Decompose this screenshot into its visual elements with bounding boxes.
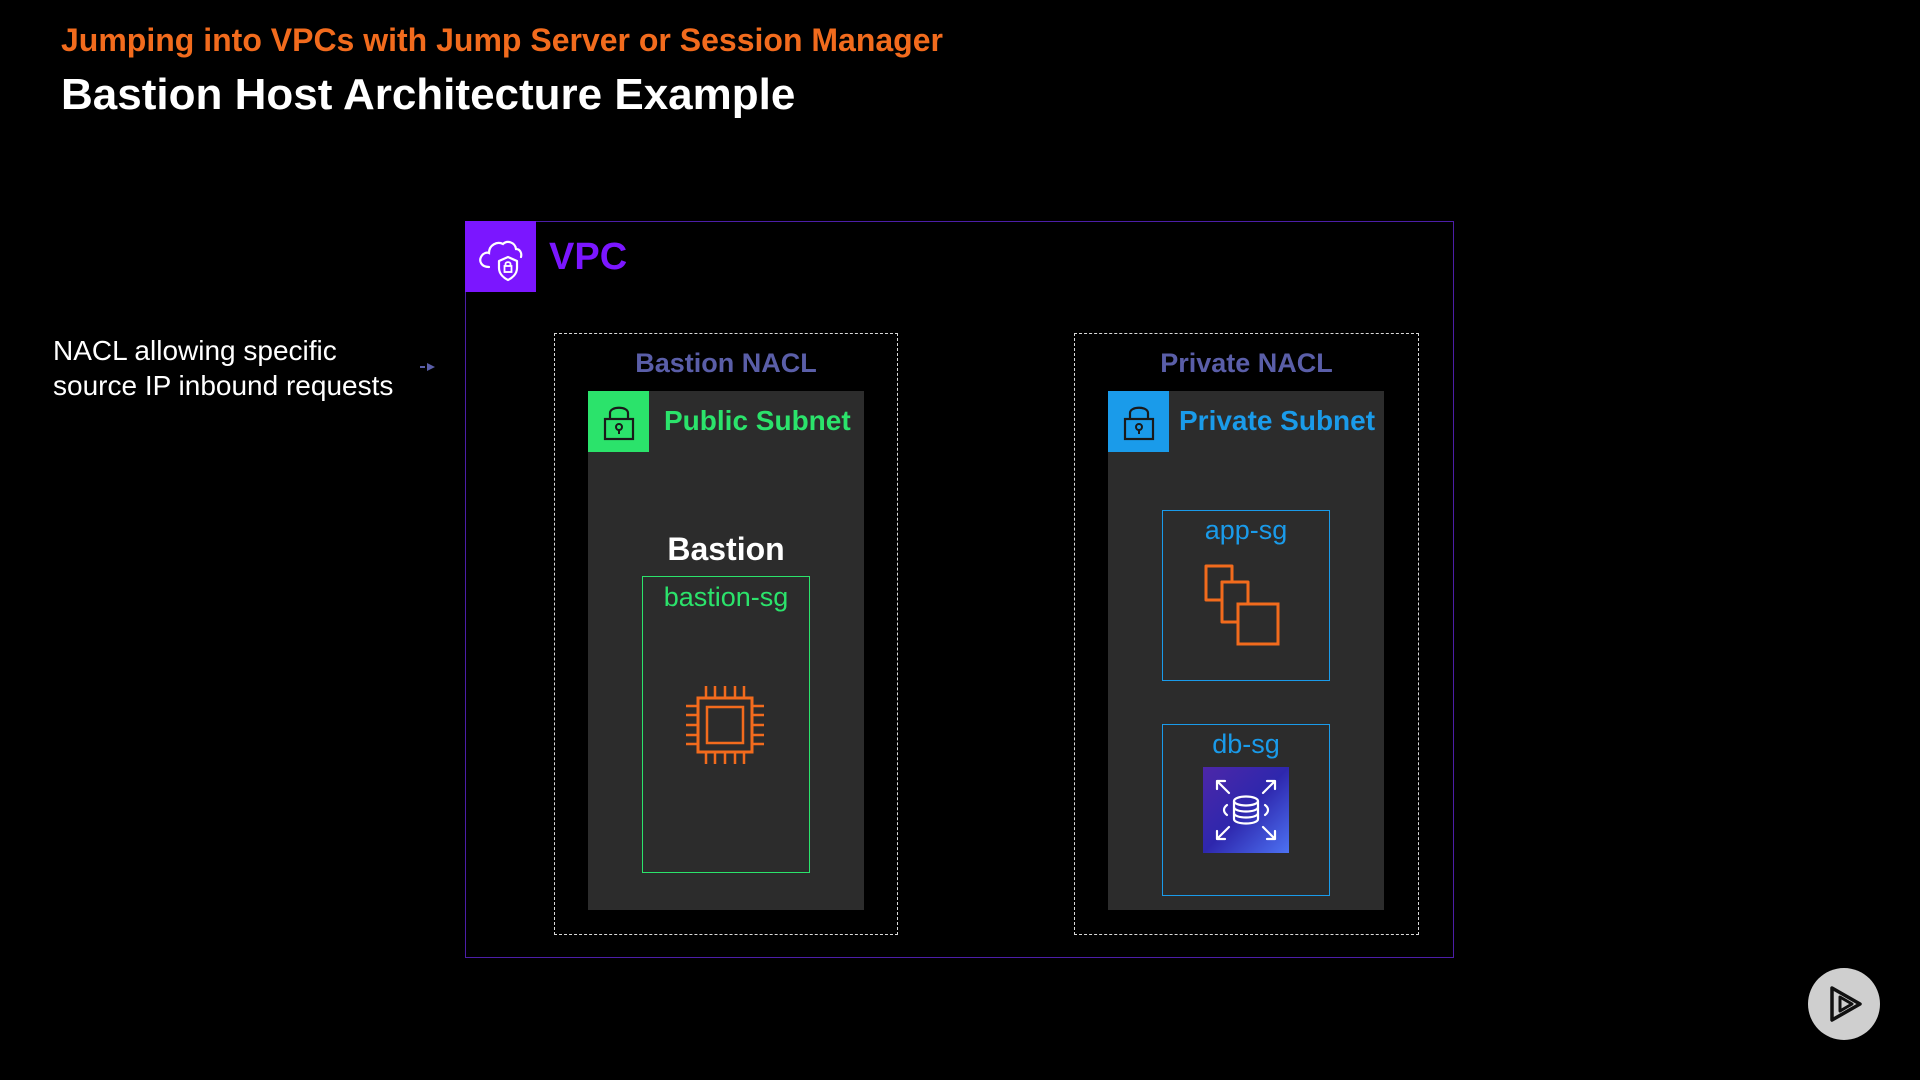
vpc-label: VPC	[549, 236, 628, 278]
app-security-group	[1162, 510, 1330, 681]
vpc-container	[465, 221, 1454, 958]
slide-title: Bastion Host Architecture Example	[61, 70, 796, 119]
db-security-group	[1162, 724, 1330, 896]
private-nacl-label: Private NACL	[1160, 348, 1333, 378]
public-subnet-label: Public Subnet	[664, 405, 851, 436]
bastion-host-label: Bastion	[667, 531, 785, 567]
bastion-nacl-label: Bastion NACL	[635, 348, 817, 378]
lock-icon	[588, 391, 649, 452]
vpc-cloud-shield-icon	[465, 221, 536, 292]
bastion-sg-label: bastion-sg	[663, 582, 789, 612]
slide-subtitle: Jumping into VPCs with Jump Server or Se…	[61, 22, 943, 58]
play-logo-icon[interactable]	[1808, 968, 1880, 1040]
db-sg-label: db-sg	[1212, 729, 1280, 759]
private-subnet-label: Private Subnet	[1179, 405, 1376, 436]
bastion-nacl-boundary	[554, 333, 898, 935]
private-nacl-boundary	[1074, 333, 1419, 935]
rds-database-icon	[1203, 767, 1289, 853]
nacl-note: NACL allowing specific source IP inbound…	[53, 333, 433, 403]
nacl-note-line1: NACL allowing specific	[53, 335, 337, 366]
bastion-security-group	[642, 576, 810, 873]
nacl-note-line2: source IP inbound requests	[53, 370, 394, 401]
instances-icon	[1204, 564, 1280, 646]
public-subnet	[588, 391, 864, 910]
app-sg-label: app-sg	[1204, 515, 1288, 545]
ec2-chip-icon	[686, 686, 764, 764]
note-arrow-icon	[420, 363, 435, 371]
lock-icon	[1108, 391, 1169, 452]
